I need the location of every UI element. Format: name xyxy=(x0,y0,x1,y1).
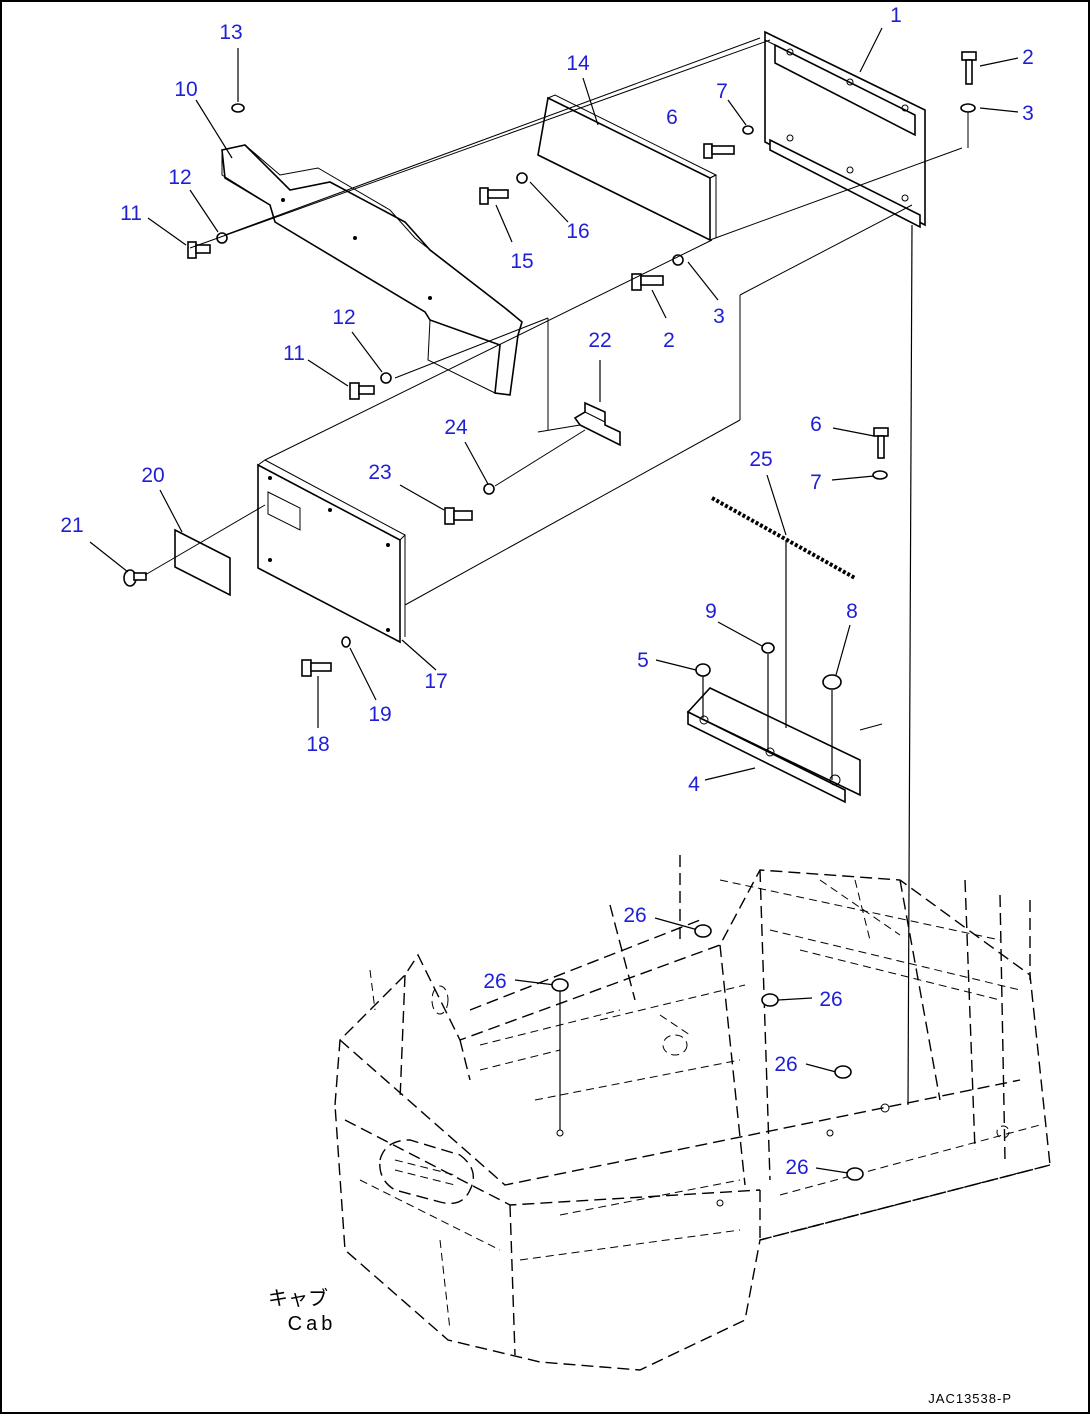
callout-16: 16 xyxy=(566,220,589,243)
callout-9: 9 xyxy=(705,600,717,623)
callout-17: 17 xyxy=(424,670,447,693)
drawing-code: JAC13538-P xyxy=(928,1391,1012,1406)
callout-4: 4 xyxy=(688,773,700,796)
callout-3-middle: 3 xyxy=(713,305,725,328)
callout-20: 20 xyxy=(141,464,164,487)
callout-7-right: 7 xyxy=(810,471,822,494)
callout-15: 15 xyxy=(510,250,533,273)
cab-label-japanese: キャブ xyxy=(268,1286,328,1310)
callout-26-b: 26 xyxy=(483,970,506,993)
callout-5: 5 xyxy=(637,649,649,672)
callout-13: 13 xyxy=(219,21,242,44)
leader-lines xyxy=(89,27,1019,1174)
callout-11-top: 11 xyxy=(120,202,142,225)
callout-1: 1 xyxy=(890,4,902,27)
callout-6-top: 6 xyxy=(666,106,678,129)
callout-6-right: 6 xyxy=(810,413,822,436)
callout-3-top: 3 xyxy=(1022,102,1034,125)
callout-2-top: 2 xyxy=(1022,46,1034,69)
callout-21: 21 xyxy=(60,514,83,537)
callout-11-lower: 11 xyxy=(283,342,305,365)
callout-23: 23 xyxy=(368,461,391,484)
callout-26-a: 26 xyxy=(623,904,646,927)
part-17-panel xyxy=(257,459,406,644)
callout-12-top: 12 xyxy=(168,166,191,189)
callout-12-lower: 12 xyxy=(332,306,355,329)
callout-26-e: 26 xyxy=(785,1156,808,1179)
part-4-channel xyxy=(686,687,861,804)
callout-22: 22 xyxy=(588,329,611,352)
callout-14: 14 xyxy=(566,52,590,75)
cab-label-english: Cab xyxy=(288,1313,337,1335)
callout-labels: 1 2 3 13 14 10 7 6 12 11 16 15 3 2 12 11… xyxy=(60,4,1034,1179)
callout-19: 19 xyxy=(368,703,391,726)
callout-25: 25 xyxy=(749,448,772,471)
part-26-rubber-stops xyxy=(551,924,864,1181)
part-1-back-plate xyxy=(764,30,926,229)
part-25-strip xyxy=(711,496,856,580)
part-20-name-plate xyxy=(174,528,231,597)
part-22-bracket xyxy=(573,401,621,447)
callout-26-c: 26 xyxy=(819,988,842,1011)
callout-18: 18 xyxy=(306,733,329,756)
callout-8: 8 xyxy=(846,600,858,623)
callout-26-d: 26 xyxy=(774,1053,797,1076)
cab-frame xyxy=(334,855,1051,1371)
callout-7-top: 7 xyxy=(716,80,728,103)
callout-10: 10 xyxy=(174,78,197,101)
fasteners xyxy=(123,51,977,690)
callout-2-middle: 2 xyxy=(663,329,675,352)
callout-24: 24 xyxy=(444,416,468,439)
